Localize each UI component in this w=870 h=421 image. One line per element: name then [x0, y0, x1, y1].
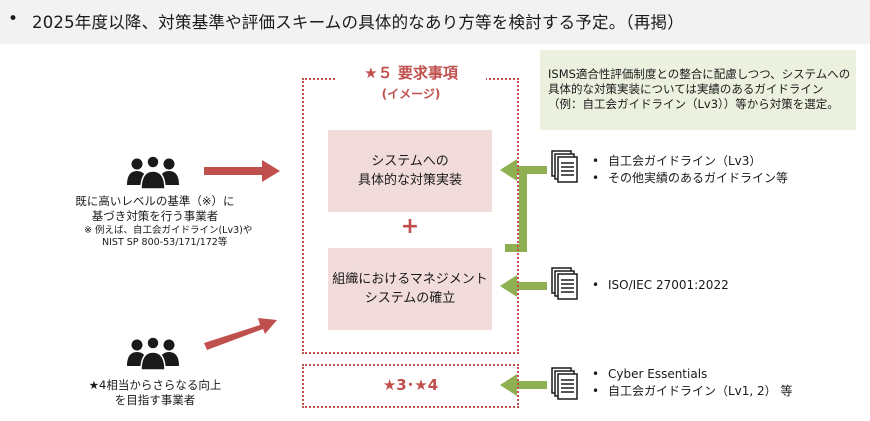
note-line-2: 具体的な対策実装については実績のあるガイドライン — [548, 82, 824, 96]
group2-description: ★4相当からさらなる向上 を目指す事業者 — [70, 378, 240, 408]
box2-line2: システムの確立 — [364, 291, 456, 306]
list-item: •自工会ガイドライン（Lv1, 2） 等 — [592, 384, 793, 398]
people-group-icon — [127, 155, 179, 190]
note-line-1: ISMS適合性評価制度との整合に配慮しつつ、システムへの — [548, 67, 851, 81]
system-implementation-box: システムへの 具体的な対策実装 — [328, 130, 492, 212]
green-arrow-list3 — [500, 374, 547, 396]
requirements-title: ★５ 要求事項 — [336, 61, 486, 85]
document-stack-icon — [551, 150, 578, 183]
group1-line-1: 既に高いレベルの基準（※）に — [75, 194, 235, 208]
box1-line1: システムへの — [371, 154, 449, 169]
group1-note-line-2: NIST SP 800-53/171/172等 — [102, 237, 228, 248]
header-bullet: • — [8, 9, 19, 29]
document-stack-icon — [551, 267, 578, 300]
note-line-3: （例：自工会ガイドライン（Lv3））等から対策を選定。 — [548, 97, 839, 111]
red-arrow-group2 — [204, 318, 277, 350]
management-system-box: 組織におけるマネジメント システムの確立 — [328, 248, 492, 330]
source-list-1: •自工会ガイドライン（Lv3） •その他実績のあるガイドライン等 — [592, 153, 788, 187]
list-item: •Cyber Essentials — [592, 367, 708, 381]
header-text: 2025年度以降、対策基準や評価スキームの具体的なあり方等を検討する予定。（再掲… — [32, 13, 684, 32]
box2-line1: 組織におけるマネジメント — [332, 272, 488, 287]
source-list-3: •Cyber Essentials •自工会ガイドライン（Lv1, 2） 等 — [592, 366, 793, 400]
group1-description: 既に高いレベルの基準（※）に 基づき対策を行う事業者 — [70, 194, 240, 224]
plus-sign: + — [400, 214, 420, 239]
box1-line2: 具体的な対策実装 — [357, 173, 462, 188]
red-arrow-group1 — [204, 160, 280, 182]
group1-note-line-1: ※ 例えば、自工会ガイドライン(Lv3)や — [84, 225, 253, 236]
source-list-2: •ISO/IEC 27001:2022 — [592, 277, 729, 294]
green-arrow-list2 — [500, 275, 547, 297]
header-band: • 2025年度以降、対策基準や評価スキームの具体的なあり方等を検討する予定。（… — [0, 0, 870, 44]
list-item: •自工会ガイドライン（Lv3） — [592, 154, 762, 168]
people-group-icon — [127, 336, 179, 371]
selection-note: ISMS適合性評価制度との整合に配慮しつつ、システムへの 具体的な対策実装につい… — [540, 50, 856, 130]
requirements-subtitle: (イメージ) — [381, 87, 441, 101]
list-item: •ISO/IEC 27001:2022 — [592, 278, 729, 292]
green-connector — [505, 166, 527, 252]
group1-line-2: 基づき対策を行う事業者 — [91, 209, 219, 223]
star34-box — [302, 364, 519, 408]
group1-footnote: ※ 例えば、自工会ガイドライン(Lv3)や NIST SP 800-53/171… — [84, 225, 254, 249]
list-item: •その他実績のあるガイドライン等 — [592, 171, 789, 185]
group2-line-1: ★4相当からさらなる向上 — [88, 378, 222, 392]
group2-line-2: を目指す事業者 — [114, 393, 196, 407]
star34-label: ★3･★4 — [382, 376, 439, 394]
document-stack-icon — [551, 367, 578, 400]
